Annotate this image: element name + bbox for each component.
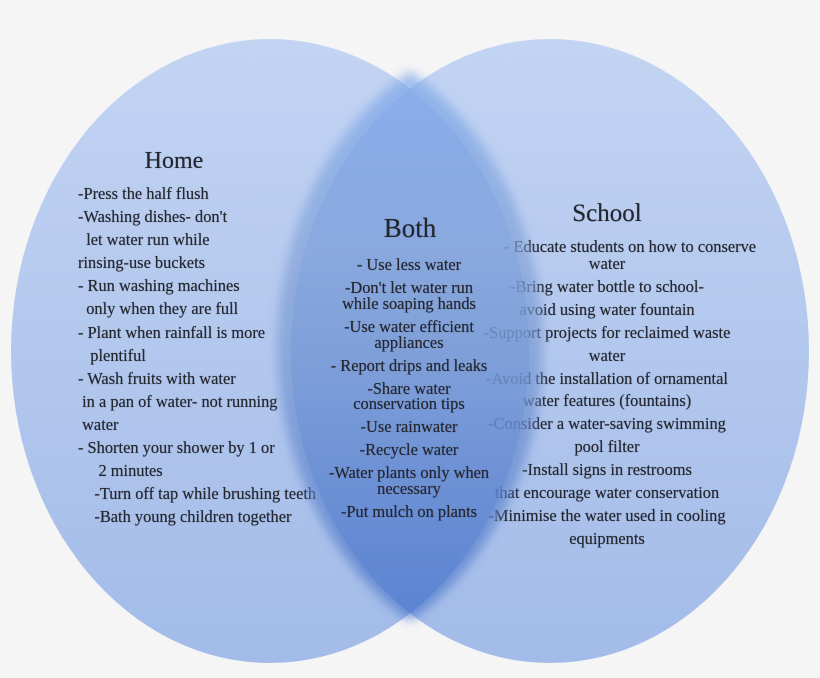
list-item: conservation tips [353, 394, 465, 414]
list-item: 2 minutes [78, 461, 163, 481]
home-title: Home [144, 148, 204, 174]
list-item: appliances [374, 332, 444, 352]
list-item: water [78, 414, 119, 434]
list-item: - Plant when rainfall is more [78, 322, 266, 342]
list-item: pool filter [574, 437, 640, 457]
list-item: -Recycle water [359, 440, 459, 460]
home-list: -Press the half flush -Washing dishes- do… [78, 182, 378, 528]
list-item: equipments [569, 528, 645, 548]
list-item: -Use rainwater [360, 417, 458, 437]
list-item: -Water plants only when [328, 463, 490, 483]
list-item: water [588, 345, 626, 365]
list-item: -Share water [367, 378, 451, 398]
list-item: -Press the half flush [78, 184, 209, 203]
school-title: School [572, 200, 642, 227]
list-item: - Report drips and leaks [330, 355, 488, 375]
list-item: - Wash fruits with water [78, 368, 236, 388]
list-item: rinsing-use buckets [78, 253, 206, 273]
list-item: necessary [377, 479, 441, 499]
list-item: - Use less water [356, 255, 462, 274]
list-item: in a pan of water- not running [78, 391, 278, 411]
list-item: let water run while [78, 230, 210, 250]
both-title: Both [383, 213, 437, 243]
list-item: - Run washing machines [78, 276, 240, 296]
list-item: water [588, 254, 626, 274]
list-item: -Use water efficient [344, 316, 474, 336]
list-item: only when they are full [78, 299, 239, 319]
list-item: -Put mulch on plants [340, 502, 478, 522]
list-item: - Shorten your shower by 1 or [78, 438, 275, 458]
list-item: plentiful [78, 345, 146, 365]
list-item: -Don't let water run [344, 277, 474, 297]
list-item: while soaping hands [342, 293, 476, 313]
list-item: -Washing dishes- don't [78, 207, 228, 227]
